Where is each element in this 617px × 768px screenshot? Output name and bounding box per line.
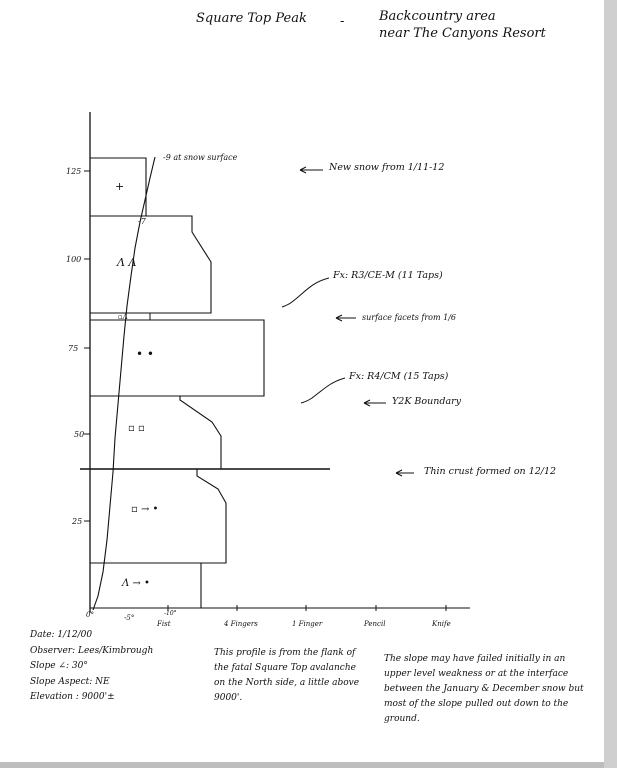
grain-symbol-layer7: Λ → •: [121, 578, 150, 589]
new-snow-arrow: [299, 166, 323, 174]
fx-upper-label: Fx: R3/CE-M (11 Taps): [333, 270, 443, 281]
info-date: Date: 1/12/00: [30, 630, 93, 640]
fx-lower-label: Fx: R4/CM (15 Taps): [349, 371, 449, 382]
grain-symbol-layer2: Λ Λ: [116, 256, 136, 269]
layer-surface-facets: [90, 312, 151, 320]
layer-rounded-grains: [90, 319, 265, 397]
layer-december-snow: [90, 468, 227, 564]
grain-symbol-layer5: ▫ ▫: [128, 423, 145, 434]
y-label-50: 50: [74, 430, 84, 439]
temp-minus10-label: -10°: [164, 610, 177, 617]
title-peak: Square Top Peak: [196, 11, 307, 26]
y2k-arrow: [363, 399, 386, 407]
hardness-label-4f: 4 Fingers: [223, 620, 258, 628]
thin-crust-label: Thin crust formed on 12/12: [424, 466, 557, 477]
temp-minus5-label: -5°: [124, 614, 134, 622]
y-label-100: 100: [66, 255, 81, 264]
crust-arrow: [395, 469, 414, 477]
slope-note: The slope may have failed initially in a…: [384, 654, 584, 724]
paper-sheet: [0, 0, 604, 762]
surface-facets-arrow: [335, 314, 356, 322]
layer-y2k: [90, 395, 222, 469]
fx-upper-curve: [281, 277, 330, 308]
info-slope-aspect: Slope Aspect: NE: [30, 676, 110, 687]
page-edge-right: [604, 0, 617, 768]
layer-basal: [90, 562, 202, 608]
observation-info: Date: 1/12/00 Observer: Lees/Kimbrough S…: [30, 628, 153, 706]
temperature-profile-line: [92, 156, 156, 611]
new-snow-label: New snow from 1/11-12: [329, 162, 445, 173]
surface-temp-label: -9 at snow surface: [163, 153, 238, 162]
hardness-label-pencil: Pencil: [363, 620, 385, 628]
info-observer: Observer: Lees/Kimbrough: [30, 645, 154, 656]
hardness-label-fist: Fist: [156, 620, 171, 628]
info-slope-angle: Slope ∠: 30°: [30, 661, 88, 671]
y-label-75: 75: [68, 344, 78, 353]
profile-note: This profile is from the flank of the fa…: [214, 648, 360, 703]
temp-origin-label: 0°: [86, 611, 94, 619]
page-edge-bottom: [0, 762, 617, 768]
grain-symbol-layer6: ▫ → •: [131, 504, 158, 515]
title-area-line1: Backcountry area: [379, 9, 496, 24]
title-dash: -: [340, 14, 345, 29]
info-elevation: Elevation : 9000'±: [30, 692, 115, 702]
grain-symbol-layer3: ▫Λ: [118, 313, 128, 321]
grain-symbol-layer1: +: [115, 180, 124, 193]
y-label-125: 125: [66, 167, 81, 176]
temp-mid-label: -7: [138, 217, 146, 226]
y-label-25: 25: [71, 517, 82, 526]
layer-upper-rounding: [90, 215, 212, 314]
grain-symbol-layer4: • •: [136, 347, 154, 361]
hardness-label-1f: 1 Finger: [292, 620, 323, 628]
snow-profile-diagram: 125 100 75 50 25 0° -5° -10° Fist 4 Fing…: [66, 112, 470, 628]
y2k-label: Y2K Boundary: [392, 396, 462, 407]
hardness-label-knife: Knife: [431, 620, 451, 628]
title-area-line2: near The Canyons Resort: [379, 26, 546, 41]
fx-lower-curve: [300, 377, 346, 404]
surface-facets-label: surface facets from 1/6: [362, 313, 456, 322]
